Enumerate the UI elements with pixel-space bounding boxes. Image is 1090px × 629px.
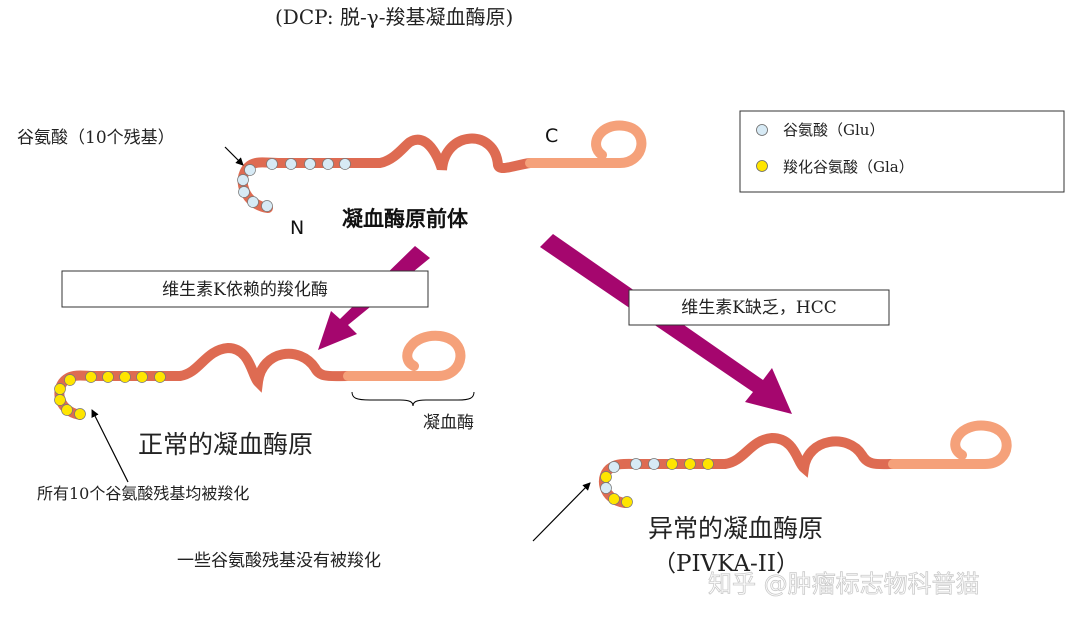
thrombin-bracket bbox=[351, 391, 475, 407]
glu-residue-dot bbox=[339, 158, 351, 170]
glu-residue-dot bbox=[238, 186, 250, 198]
glu-residue-dot bbox=[322, 158, 334, 170]
deficiency-label: 维生素K缺乏，HCC bbox=[681, 298, 837, 318]
glu-residue-dot bbox=[247, 196, 259, 208]
mixed-residue-dot bbox=[621, 496, 633, 508]
precursor-molecule bbox=[237, 120, 647, 213]
mixed-residue-dot bbox=[600, 471, 612, 483]
deficiency-box bbox=[628, 289, 890, 326]
mixed-residue-dot bbox=[600, 482, 612, 494]
mixed-residue-dot bbox=[630, 458, 642, 470]
gla-residue-dot bbox=[54, 383, 66, 395]
gla-legend-marker bbox=[756, 160, 768, 172]
gla-residue-dot bbox=[54, 394, 66, 406]
all-carboxylated-pointer bbox=[91, 409, 129, 483]
thrombin-label: 凝血酶 bbox=[423, 413, 474, 433]
partial-carboxylated-pointer bbox=[532, 482, 591, 542]
normal-prothrombin-molecule bbox=[54, 330, 466, 420]
legend: 谷氨酸（Glu） 羧化谷氨酸（Gla） bbox=[739, 110, 1065, 193]
glu-residue-dot bbox=[304, 158, 316, 170]
normal-prothrombin-label: 正常的凝血酶原 bbox=[138, 430, 313, 459]
gla-residue-dot bbox=[119, 371, 131, 383]
legend-box bbox=[739, 110, 1065, 193]
gla-residue-dot bbox=[85, 371, 97, 383]
diagram-title: (DCP: 脱-γ-羧基凝血酶原) bbox=[275, 5, 513, 29]
normal-strand-light bbox=[343, 330, 466, 381]
precursor-strand bbox=[237, 133, 535, 213]
n-terminus-label: N bbox=[290, 217, 304, 239]
glu-residue-dot bbox=[244, 164, 256, 176]
gla-residue-dot bbox=[64, 374, 76, 386]
gla-residue-dot bbox=[74, 408, 86, 420]
legend-glu-label: 谷氨酸（Glu） bbox=[783, 121, 884, 139]
normal-strand bbox=[54, 342, 353, 420]
mixed-residue-dot bbox=[666, 458, 678, 470]
gla-residue-dot bbox=[102, 371, 114, 383]
glu-residue-dot bbox=[266, 158, 278, 170]
precursor-strand-light bbox=[525, 120, 647, 168]
all-carboxylated-note: 所有10个谷氨酸残基均被羧化 bbox=[37, 484, 249, 503]
glu-legend-marker bbox=[756, 124, 768, 136]
glu-residue-dot bbox=[285, 158, 297, 170]
glu-residue-label: 谷氨酸（10个残基） bbox=[17, 128, 175, 148]
precursor-label: 凝血酶原前体 bbox=[342, 207, 469, 231]
glu-pointer-arrow bbox=[224, 146, 244, 166]
mixed-residue-dot bbox=[608, 461, 620, 473]
abnormal-prothrombin-label: 异常的凝血酶原 bbox=[648, 514, 823, 543]
carboxylase-box bbox=[61, 270, 429, 308]
gla-residue-dot bbox=[61, 404, 73, 416]
c-terminus-label: C bbox=[545, 125, 558, 147]
mixed-residue-dot bbox=[648, 458, 660, 470]
mixed-residue-dot bbox=[684, 458, 696, 470]
carboxylase-label: 维生素K依赖的羧化酶 bbox=[162, 280, 328, 300]
glu-residue-dot bbox=[237, 174, 249, 186]
mixed-residue-dot bbox=[608, 493, 620, 505]
legend-gla-label: 羧化谷氨酸（Gla） bbox=[783, 158, 914, 176]
partial-carboxylated-note: 一些谷氨酸残基没有被羧化 bbox=[177, 551, 381, 571]
abnormal-strand bbox=[599, 432, 898, 508]
gla-residue-dot bbox=[136, 371, 148, 383]
gla-residue-dot bbox=[154, 371, 166, 383]
glu-residue-dot bbox=[261, 200, 273, 212]
abnormal-prothrombin-molecule bbox=[599, 420, 1012, 508]
abnormal-strand-light bbox=[888, 420, 1012, 469]
mixed-residue-dot bbox=[702, 458, 714, 470]
watermark: 知乎 @肿瘤标志物科普猫 bbox=[708, 570, 980, 598]
pivka-label: （PIVKA-II） bbox=[653, 551, 799, 577]
